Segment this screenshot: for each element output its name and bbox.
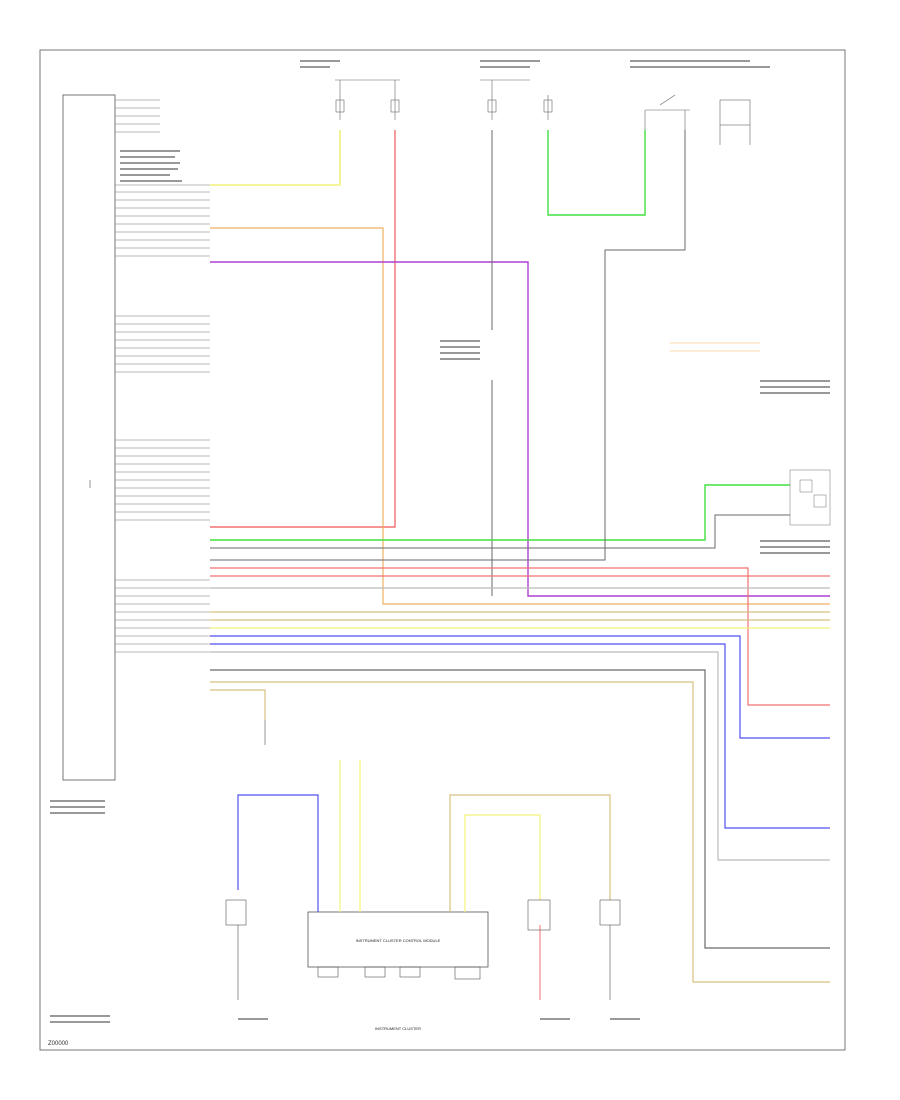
fuse-group-top-left xyxy=(335,79,400,120)
switch-group-top-right xyxy=(644,94,751,145)
bottom-sensor-mid xyxy=(527,899,551,931)
bottom-switch-right xyxy=(599,899,621,1000)
cluster-box-label: INSTRUMENT CLUSTER CONTROL MODULE xyxy=(356,938,441,943)
wire-tan-bottom xyxy=(449,794,611,912)
wire-red-1 xyxy=(210,130,396,528)
diagram-frame xyxy=(39,49,846,1051)
wire-green-1 xyxy=(547,130,646,216)
instrument-cluster-box xyxy=(307,911,489,980)
wire-blue-bottom xyxy=(237,794,319,912)
wire-gray-right xyxy=(210,130,790,561)
wire-yellow-top xyxy=(210,130,341,186)
wire-orange-loop xyxy=(210,227,830,605)
instrument-cluster-label: INSTRUMENT CLUSTER xyxy=(375,1026,421,1031)
wire-bundle-horizontal xyxy=(210,567,830,983)
label-marks xyxy=(50,60,830,1023)
fuse-group-top-middle xyxy=(480,79,553,120)
left-control-module xyxy=(62,94,210,781)
wire-violet xyxy=(210,261,830,597)
diagram-code: Z00000 xyxy=(48,1041,69,1047)
wire-yellow-bottom xyxy=(339,760,541,912)
wire-green-2 xyxy=(210,484,790,541)
right-connector-top xyxy=(670,342,831,526)
bottom-switch-left xyxy=(225,899,247,1000)
